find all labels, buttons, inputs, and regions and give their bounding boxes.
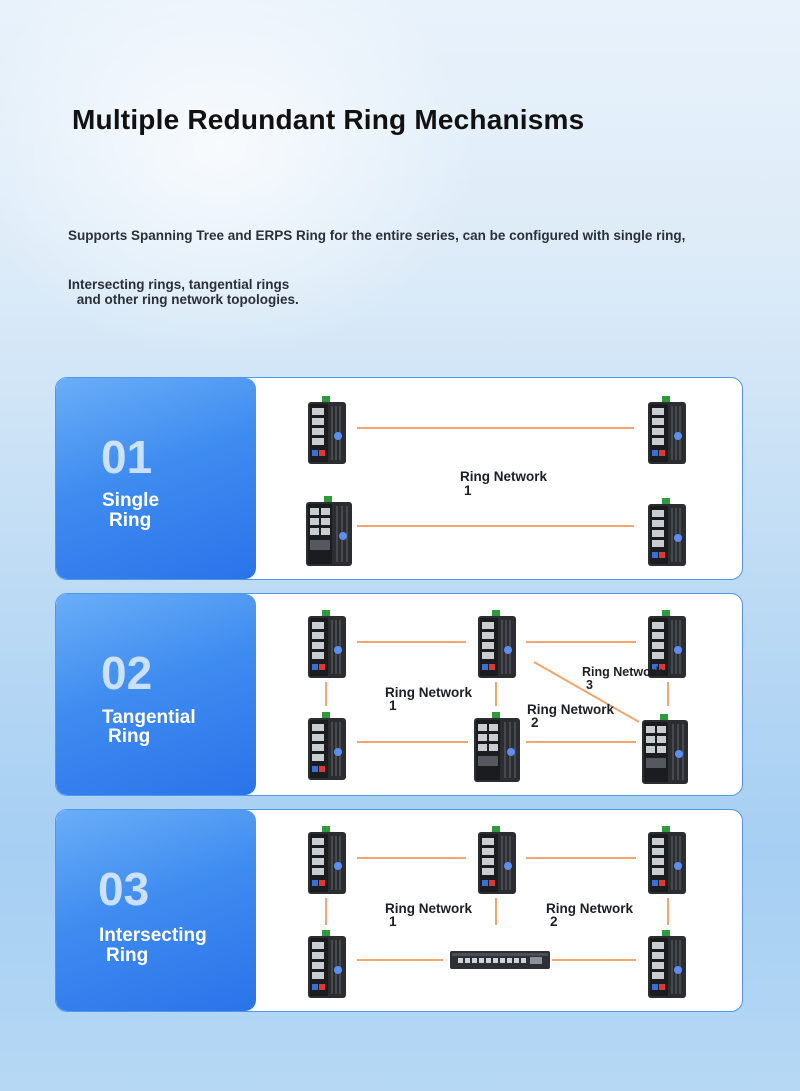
section-label-line-1: Intersecting bbox=[99, 925, 207, 946]
industrial-switch-icon bbox=[648, 826, 686, 894]
link bbox=[533, 661, 640, 723]
industrial-switch-icon bbox=[308, 610, 346, 678]
ring-network-2-number: 2 bbox=[550, 914, 558, 929]
single-ring-diagram bbox=[306, 396, 686, 566]
intersecting-ring-card: 03 Intersecting Ring Ring Network 1 Ring… bbox=[55, 809, 743, 1012]
industrial-switch-icon bbox=[648, 930, 686, 998]
links bbox=[325, 857, 669, 961]
ring-network-1-number: 1 bbox=[389, 698, 397, 713]
section-number: 03 bbox=[98, 863, 150, 915]
tangential-ring-side-panel: 02 Tangential Ring bbox=[56, 594, 256, 795]
ring-network-3-number: 3 bbox=[586, 678, 593, 692]
page-title: Multiple Redundant Ring Mechanisms bbox=[72, 104, 585, 135]
ring-network-1-number: 1 bbox=[389, 914, 397, 929]
ring-network-label: Ring Network bbox=[460, 469, 548, 484]
ring-network-number: 1 bbox=[464, 483, 472, 498]
section-label-line-1: Single bbox=[102, 490, 160, 511]
ring-network-2-number: 2 bbox=[531, 715, 539, 730]
rack-switch-icon bbox=[450, 951, 550, 969]
industrial-switch-icon bbox=[648, 498, 686, 566]
section-number: 01 bbox=[101, 431, 153, 483]
tangential-ring-diagram bbox=[308, 610, 688, 784]
ring-network-2-label: Ring Network bbox=[546, 901, 634, 916]
ring-network-3-label: Ring Network bbox=[582, 665, 663, 679]
industrial-switch-icon bbox=[306, 496, 352, 566]
intersecting-ring-side-panel: 03 Intersecting Ring bbox=[56, 810, 256, 1011]
ring-network-1-label: Ring Network bbox=[385, 685, 473, 700]
industrial-switch-icon bbox=[308, 826, 346, 894]
section-label-line-1: Tangential bbox=[102, 707, 196, 728]
tangential-ring-card: 02 Tangential Ring Ring Network 1 Ring N… bbox=[55, 593, 743, 796]
section-label-line-2: Ring bbox=[106, 945, 149, 966]
description-line-3: and other ring network topologies. bbox=[73, 292, 299, 307]
industrial-switch-icon bbox=[308, 930, 346, 998]
industrial-switch-icon bbox=[642, 714, 688, 784]
industrial-switch-icon bbox=[308, 712, 346, 780]
section-number: 02 bbox=[101, 647, 153, 699]
description-line-1: Supports Spanning Tree and ERPS Ring for… bbox=[68, 228, 686, 243]
ring-network-2-label: Ring Network bbox=[527, 702, 615, 717]
industrial-switch-icon bbox=[308, 396, 346, 464]
industrial-switch-icon bbox=[478, 826, 516, 894]
industrial-switch-icon bbox=[478, 610, 516, 678]
intersecting-ring-diagram bbox=[308, 826, 686, 998]
single-ring-card: 01 Single Ring Ring Network 1 bbox=[55, 377, 743, 580]
ring-network-1-label: Ring Network bbox=[385, 901, 473, 916]
section-label-line-2: Ring bbox=[108, 726, 151, 747]
links bbox=[357, 427, 634, 527]
industrial-switch-icon bbox=[474, 712, 520, 782]
links bbox=[325, 641, 669, 743]
section-label-line-2: Ring bbox=[109, 510, 152, 531]
single-ring-side-panel: 01 Single Ring bbox=[56, 378, 256, 579]
description-line-2: Intersecting rings, tangential rings bbox=[68, 277, 290, 292]
industrial-switch-icon bbox=[648, 396, 686, 464]
